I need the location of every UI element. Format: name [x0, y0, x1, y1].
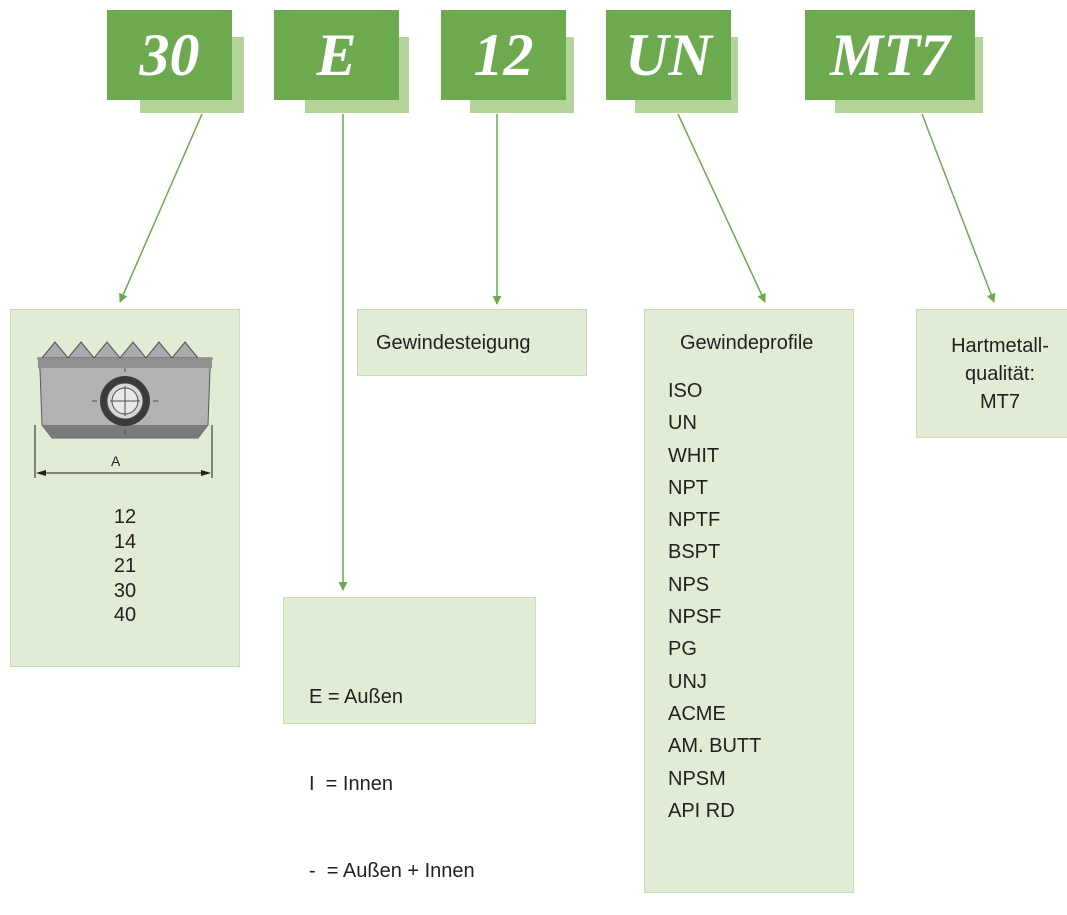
profile-item: API RD — [668, 799, 735, 822]
size-item: 30 — [113, 579, 137, 602]
size-item: 21 — [113, 555, 137, 577]
direction-item: E = Außen — [309, 686, 403, 708]
profile-item: BSPT — [668, 541, 721, 564]
profile-item: UNJ — [668, 670, 707, 693]
profile-item: AM. BUTT — [668, 735, 762, 758]
profile-item: WHIT — [668, 444, 720, 467]
pitch-panel — [357, 309, 587, 376]
profile-item: NPSF — [668, 606, 722, 629]
grade-panel — [916, 309, 1067, 438]
code-box-size: 30 — [107, 10, 232, 100]
pitch-label: Gewindesteigung — [376, 332, 531, 354]
code-box-grade: MT7 — [805, 10, 975, 100]
profile-item: NPSM — [668, 767, 726, 790]
profile-item: NPT — [668, 476, 708, 499]
size-item: 40 — [113, 604, 137, 626]
dimension-label: A — [111, 453, 121, 469]
profile-list: ISO UN WHIT NPT NPTF BSPT NPS NPSF PG UN… — [668, 375, 761, 827]
thread-insert-drawing — [34, 341, 213, 478]
code-box-pitch: 12 — [441, 10, 566, 100]
size-list: 12 14 21 30 40 — [60, 505, 190, 628]
grade-text: Hartmetall- qualität: MT7 — [925, 332, 1067, 416]
grade-line: Hartmetall- — [951, 335, 1049, 357]
profile-item: NPS — [668, 573, 710, 596]
profile-item: NPTF — [668, 509, 721, 532]
profile-item: ACME — [668, 702, 726, 725]
code-box-direction: E — [274, 10, 399, 100]
profile-panel — [644, 309, 854, 893]
insert-teeth — [40, 341, 200, 359]
direction-panel — [283, 597, 536, 724]
insert-top-band — [38, 358, 212, 368]
size-item: 12 — [113, 506, 137, 528]
grade-line: qualität: — [964, 363, 1036, 385]
size-item: 14 — [113, 530, 137, 553]
code-box-profile: UN — [606, 10, 731, 100]
grade-line: MT7 — [980, 391, 1020, 413]
direction-item: I = Innen — [309, 773, 393, 795]
profile-item: UN — [668, 412, 697, 435]
arrow-size — [119, 113, 203, 303]
arrow-profile — [677, 113, 766, 303]
profile-item: ISO — [668, 380, 703, 402]
direction-list: E = Außen I = Innen - = Außen + Innen — [309, 625, 475, 915]
profile-title: Gewindeprofile — [680, 332, 814, 354]
profile-item: PG — [668, 638, 697, 661]
arrow-grade — [921, 113, 996, 303]
direction-item: - = Außen + Innen — [309, 860, 475, 882]
